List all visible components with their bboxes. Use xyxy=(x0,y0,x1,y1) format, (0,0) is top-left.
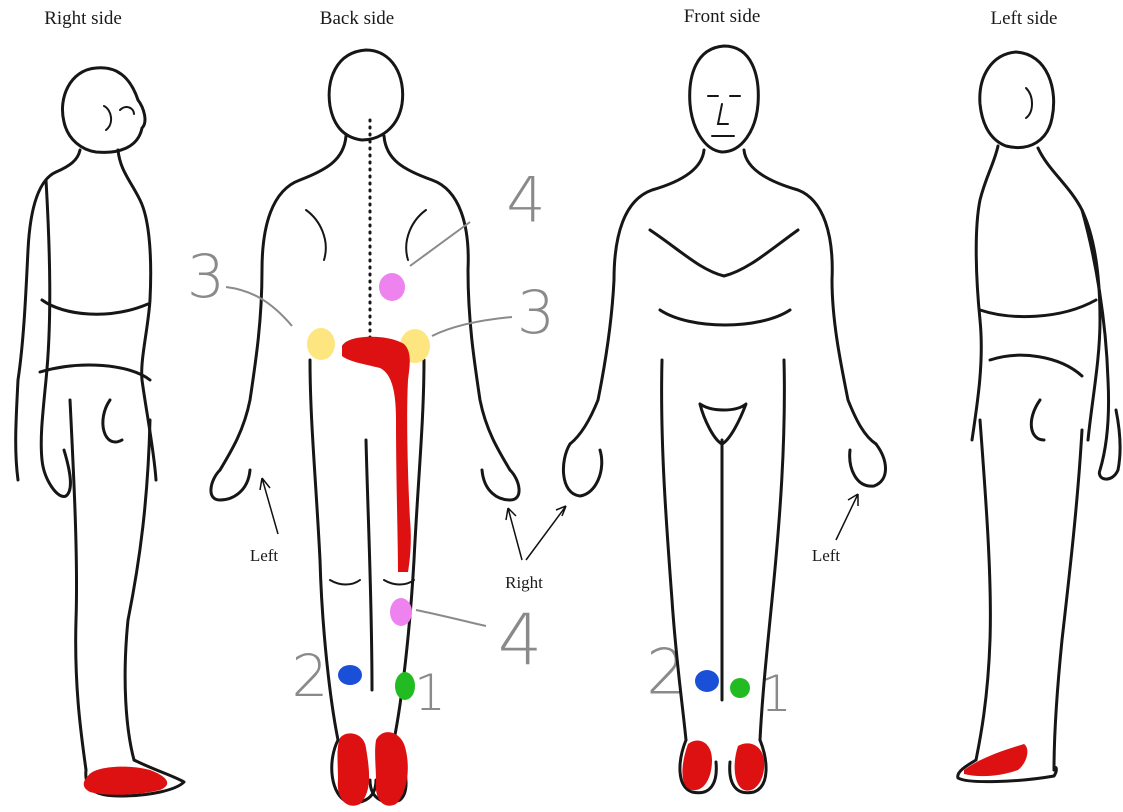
front-red-feet-mark xyxy=(682,741,764,791)
back-green-ankle-mark xyxy=(395,672,415,700)
left-side-torso xyxy=(972,146,1100,440)
back-pink-calf-mark xyxy=(390,598,412,626)
back-side-hands xyxy=(211,470,519,500)
left-side-head xyxy=(980,52,1054,148)
figure-right-side xyxy=(16,68,184,796)
front-side-chest xyxy=(650,230,798,325)
right-side-legs xyxy=(70,400,150,770)
back-blue-ankle-mark xyxy=(338,665,362,685)
right-side-arm xyxy=(41,180,70,497)
left-side-legs xyxy=(976,420,1082,770)
figure-left-side xyxy=(958,52,1120,782)
back-side-head xyxy=(329,50,403,140)
front-green-ankle-mark xyxy=(730,678,750,698)
back-pink-upper-mark xyxy=(379,273,405,301)
front-side-hands xyxy=(563,444,885,496)
back-yellow-left-waist xyxy=(307,328,335,360)
figure-back-side xyxy=(211,50,566,806)
back-red-path xyxy=(342,337,411,572)
front-side-legs xyxy=(662,360,785,740)
figure-front-side xyxy=(563,46,885,793)
front-blue-ankle-mark xyxy=(695,670,719,692)
